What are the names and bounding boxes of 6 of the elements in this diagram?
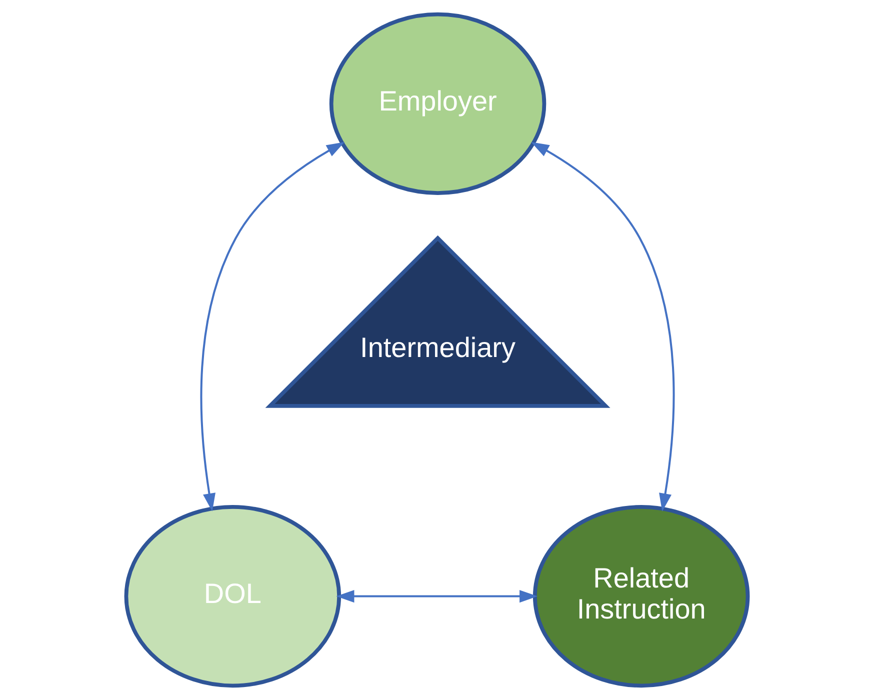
node-ellipse: Related Instruction bbox=[532, 505, 750, 688]
node-ellipse: DOL bbox=[124, 505, 342, 688]
arrow bbox=[336, 590, 538, 603]
arrow bbox=[200, 142, 345, 512]
node-ellipse: Employer bbox=[329, 12, 546, 195]
arrow bbox=[531, 142, 675, 512]
